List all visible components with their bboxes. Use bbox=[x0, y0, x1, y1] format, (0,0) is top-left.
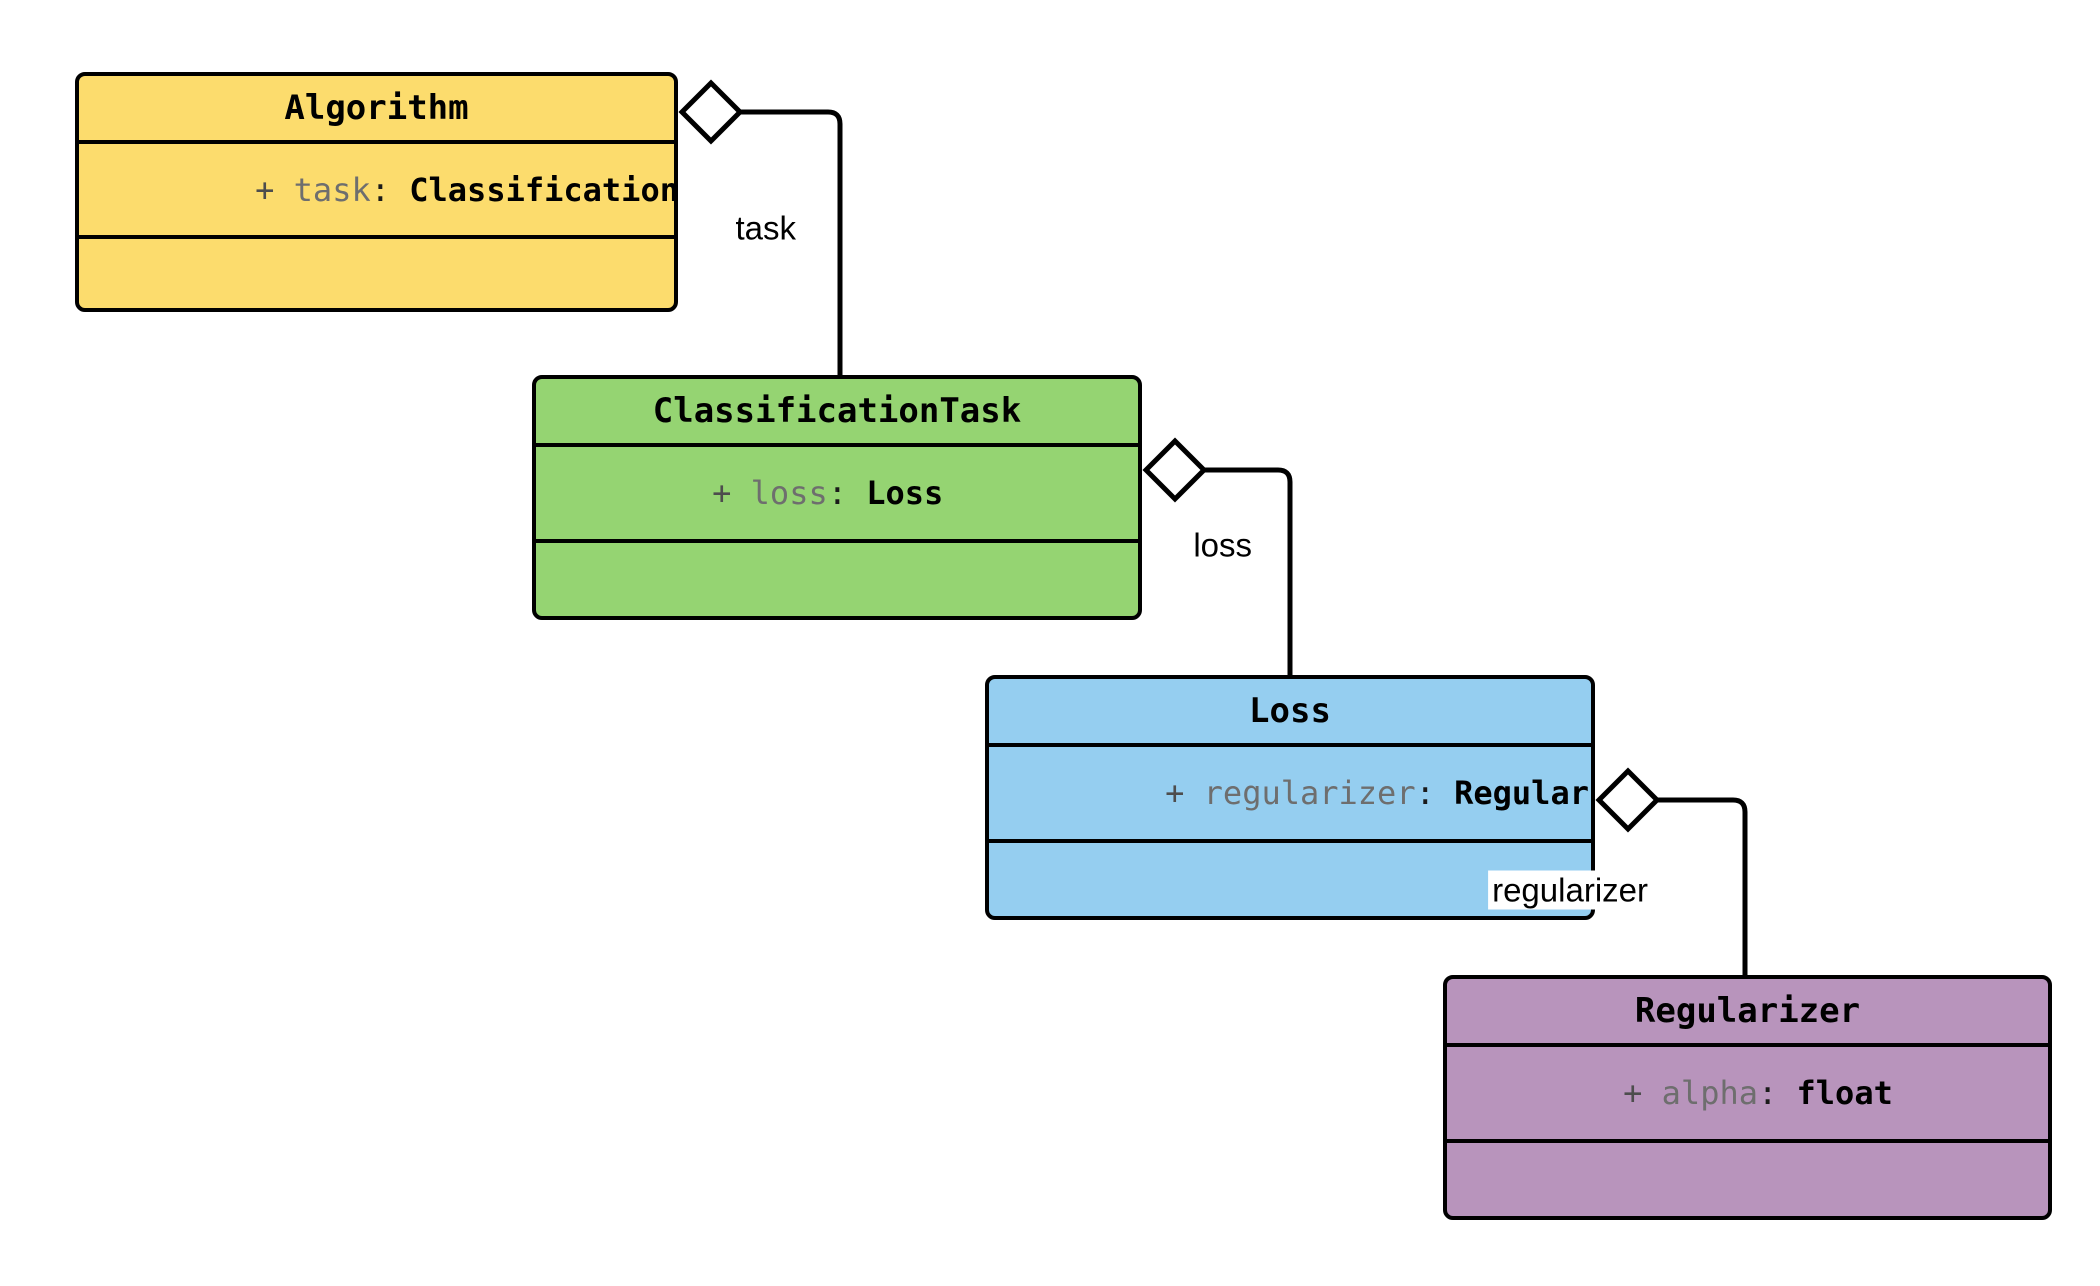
attribute-separator: : bbox=[1415, 774, 1435, 812]
class-name-label: ClassificationTask bbox=[652, 391, 1022, 431]
attribute-row: + loss: Loss bbox=[558, 445, 943, 541]
attribute-row: + alpha: float bbox=[1469, 1045, 1893, 1141]
edge-label-loss: loss bbox=[1189, 525, 1256, 565]
class-methods-algorithm bbox=[79, 239, 674, 308]
class-attributes-classification-task: + loss: Loss bbox=[536, 447, 1138, 543]
attribute-type: Regularizer bbox=[1454, 774, 1591, 812]
class-title-algorithm: Algorithm bbox=[79, 76, 674, 144]
attribute-separator: : bbox=[370, 170, 390, 209]
edge-label-text: loss bbox=[1193, 526, 1252, 564]
class-methods-regularizer bbox=[1447, 1143, 2048, 1216]
connector-path-loss bbox=[1204, 467, 1293, 675]
edge-label-task: task bbox=[731, 208, 800, 248]
aggregation-diamond-loss bbox=[1142, 437, 1208, 503]
class-name-label: Regularizer bbox=[1634, 991, 1861, 1031]
attribute-type: Loss bbox=[866, 474, 944, 512]
uml-class-classification-task[interactable]: ClassificationTask + loss: Loss bbox=[532, 375, 1142, 620]
attribute-separator: : bbox=[1757, 1074, 1778, 1112]
class-attributes-regularizer: + alpha: float bbox=[1447, 1047, 2048, 1143]
attribute-name: task bbox=[293, 170, 371, 209]
connector-path-regularizer bbox=[1657, 797, 1748, 975]
aggregation-diamond-task bbox=[678, 79, 744, 145]
class-title-loss: Loss bbox=[989, 679, 1591, 747]
attribute-name: loss bbox=[750, 474, 828, 512]
aggregation-diamond-regularizer bbox=[1595, 767, 1661, 833]
attribute-visibility: + bbox=[255, 170, 275, 209]
uml-class-algorithm[interactable]: Algorithm + task: ClassificationTask bbox=[75, 72, 678, 312]
uml-class-regularizer[interactable]: Regularizer + alpha: float bbox=[1443, 975, 2052, 1220]
attribute-name: regularizer bbox=[1203, 774, 1416, 812]
class-name-label: Loss bbox=[1249, 691, 1331, 731]
class-title-regularizer: Regularizer bbox=[1447, 979, 2048, 1047]
attribute-visibility: + bbox=[712, 474, 732, 512]
edge-label-text: task bbox=[735, 209, 796, 247]
attribute-row: + task: ClassificationTask bbox=[101, 142, 678, 238]
attribute-row: + regularizer: Regularizer bbox=[1011, 745, 1591, 841]
attribute-visibility: + bbox=[1623, 1074, 1643, 1112]
attribute-separator: : bbox=[827, 474, 847, 512]
class-title-classification-task: ClassificationTask bbox=[536, 379, 1138, 447]
attribute-type: ClassificationTask bbox=[409, 170, 678, 209]
attribute-name: alpha bbox=[1661, 1074, 1758, 1112]
edge-label-text: regularizer bbox=[1492, 871, 1648, 909]
attribute-visibility: + bbox=[1165, 774, 1185, 812]
attribute-type: float bbox=[1796, 1074, 1893, 1112]
edge-label-regularizer: regularizer bbox=[1488, 870, 1652, 910]
class-attributes-algorithm: + task: ClassificationTask bbox=[79, 144, 674, 239]
class-methods-classification-task bbox=[536, 543, 1138, 616]
class-attributes-loss: + regularizer: Regularizer bbox=[989, 747, 1591, 843]
class-name-label: Algorithm bbox=[284, 88, 469, 128]
